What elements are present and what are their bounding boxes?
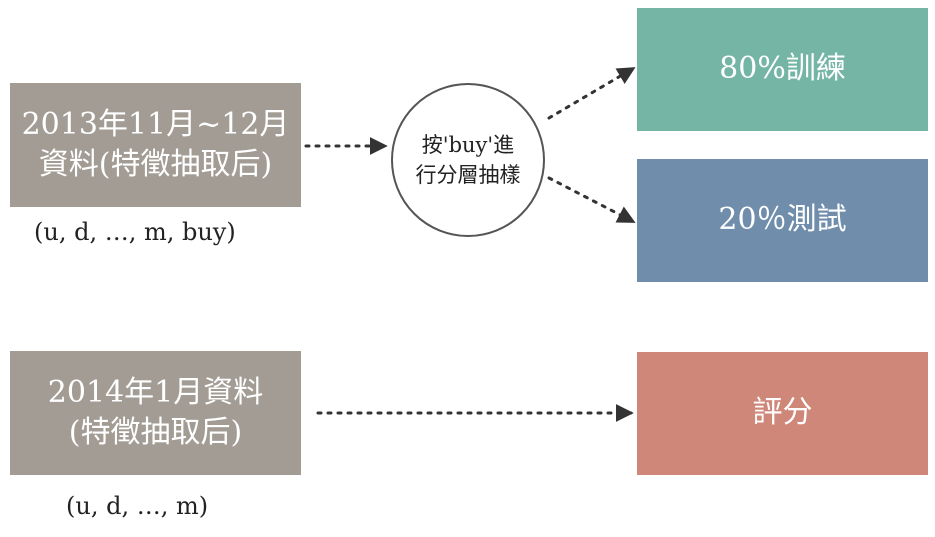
sampling-line1: 按'buy'進 — [421, 132, 515, 157]
train-box: 80%訓練 — [637, 8, 928, 131]
data-2013-box: 2013年11月~12月 資料(特徵抽取后) — [10, 83, 301, 207]
arrow-sampling-to-train — [547, 66, 636, 120]
data-2014-title: 2014年1月資料 — [47, 374, 264, 410]
test-label: 20％測試 — [718, 202, 847, 238]
train-label: 80%訓練 — [719, 51, 846, 87]
data-2013-fields: (u, d, …, m, buy) — [34, 218, 236, 246]
score-box: 評分 — [637, 352, 928, 475]
sampling-line2: 行分層抽樣 — [415, 163, 521, 187]
stratified-sampling-node: 按'buy'進 行分層抽樣 — [391, 83, 545, 237]
data-2014-fields: (u, d, …, m) — [66, 492, 209, 520]
score-label: 評分 — [752, 395, 813, 431]
data-2013-subtitle: 資料(特徵抽取后) — [38, 147, 273, 182]
arrow-sampling-to-test — [547, 176, 636, 224]
data-2013-title: 2013年11月~12月 — [21, 106, 290, 142]
test-box: 20％測試 — [637, 159, 928, 282]
data-2014-subtitle: (特徵抽取后) — [68, 415, 243, 450]
data-2014-box: 2014年1月資料 (特徵抽取后) — [10, 351, 301, 475]
